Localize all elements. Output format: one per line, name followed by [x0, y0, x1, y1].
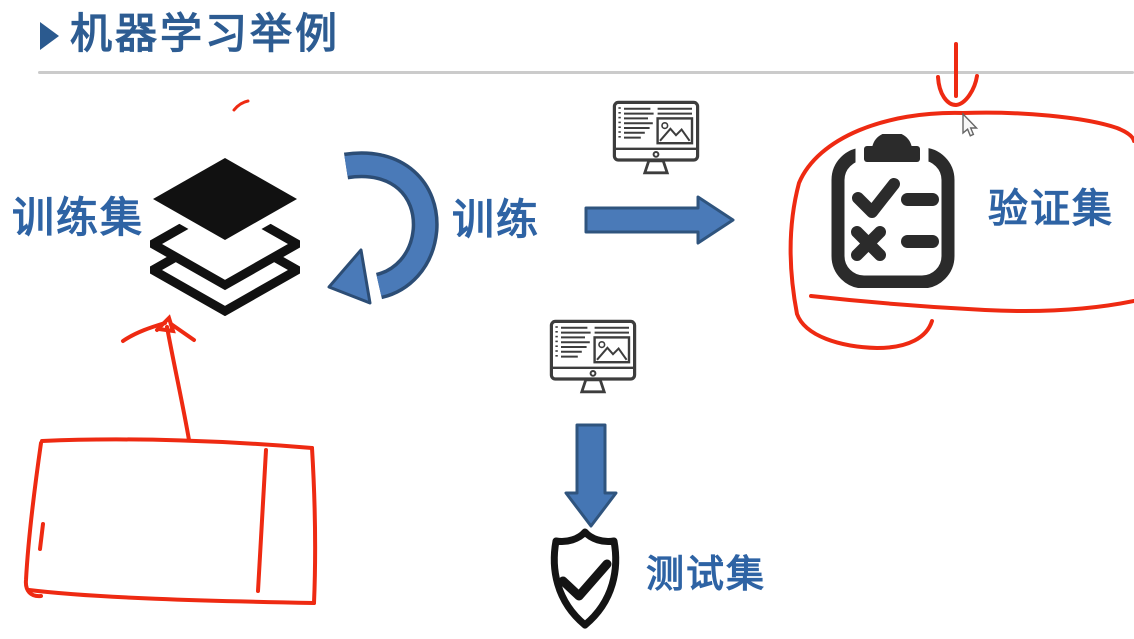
clipboard-checklist-icon [831, 134, 955, 288]
red-line-up [165, 325, 191, 442]
shield-check-icon [550, 528, 620, 629]
layers-icon [150, 150, 300, 316]
title-divider [38, 71, 1134, 74]
label-training-set: 训练集 [12, 194, 145, 241]
red-rect-inner-line [256, 448, 268, 593]
red-scribble-tail [169, 322, 196, 342]
red-arrow-head [936, 74, 979, 108]
red-circle-bottom [809, 294, 1134, 313]
label-test-set: 测试集 [646, 554, 767, 596]
page-title: 机器学习举例 [70, 10, 341, 57]
red-rect-left-tick [38, 522, 45, 551]
red-scribble-loop [155, 314, 176, 334]
mouse-cursor-icon [962, 112, 979, 137]
label-validation-set: 验证集 [988, 187, 1114, 231]
cycle-arrow-icon [327, 151, 439, 305]
red-rect-top [40, 437, 314, 450]
monitor-webpage-icon [612, 100, 700, 175]
monitor-webpage-icon [549, 319, 637, 394]
down-arrow [564, 423, 618, 528]
red-rect-right [310, 446, 318, 605]
red-circle-top [961, 110, 1134, 143]
red-scribble-stroke [121, 321, 167, 343]
red-rect-left [23, 441, 43, 599]
label-train-step: 训练 [452, 196, 541, 243]
red-rect-bottom [27, 588, 316, 605]
red-small-tick [232, 99, 250, 112]
triangle-right-icon [40, 22, 59, 50]
right-arrow [584, 195, 735, 245]
